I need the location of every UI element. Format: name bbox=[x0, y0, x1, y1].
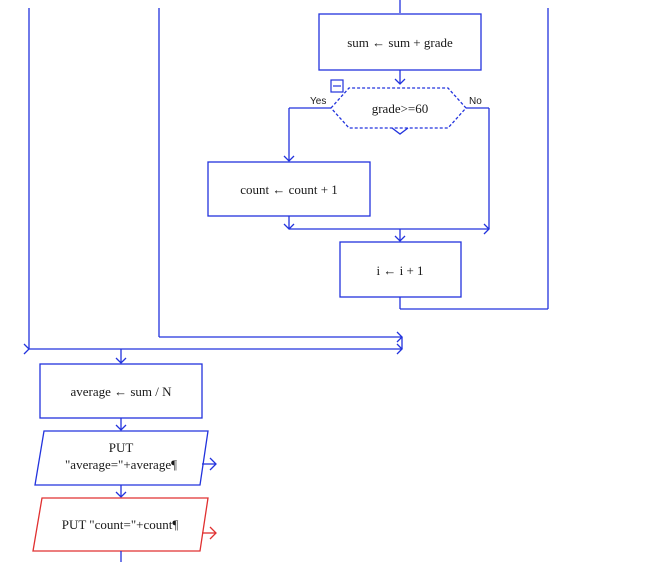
put-count-output-node[interactable]: PUT "count="+count¶ bbox=[32, 497, 217, 552]
grade-check-decision[interactable]: grade>=60 Yes No bbox=[310, 79, 482, 135]
collapse-toggle-icon[interactable] bbox=[330, 79, 344, 93]
decision-bottom-notch bbox=[391, 127, 409, 135]
outer-loop-connectors bbox=[28, 0, 549, 350]
average-assign-node[interactable]: average ← sum / N bbox=[39, 363, 203, 419]
yes-branch-connector bbox=[283, 107, 331, 162]
decision-no-label: No bbox=[469, 96, 482, 107]
put-average-line1: PUT bbox=[109, 440, 134, 455]
average-to-put-connector bbox=[115, 418, 127, 431]
sum-assign-label: sum ← sum + grade bbox=[347, 35, 453, 50]
output-arrow-icon bbox=[202, 457, 217, 471]
decision-condition-label: grade>=60 bbox=[372, 101, 429, 116]
i-increment-node[interactable]: i ← i + 1 bbox=[339, 241, 462, 298]
decision-yes-label: Yes bbox=[310, 96, 326, 107]
no-branch-connector bbox=[466, 107, 490, 229]
put-average-output-node[interactable]: PUT "average="+average¶ bbox=[34, 430, 217, 486]
count-assign-node[interactable]: count ← count + 1 bbox=[207, 161, 371, 217]
i-increment-label: i ← i + 1 bbox=[376, 263, 423, 278]
put-average-line2: "average="+average¶ bbox=[65, 457, 177, 472]
output-arrow-icon bbox=[202, 526, 217, 540]
average-assign-label: average ← sum / N bbox=[70, 384, 172, 399]
put-average-to-put-count-connector bbox=[115, 485, 127, 498]
count-assign-label: count ← count + 1 bbox=[240, 182, 338, 197]
sum-assign-node[interactable]: sum ← sum + grade bbox=[318, 13, 482, 71]
loop-join-arrows bbox=[23, 331, 403, 355]
sum-to-decision-connector bbox=[394, 70, 406, 85]
if-merge-connector bbox=[283, 216, 490, 242]
join-to-average-connector bbox=[115, 349, 127, 364]
put-count-label: PUT "count="+count¶ bbox=[62, 517, 179, 532]
